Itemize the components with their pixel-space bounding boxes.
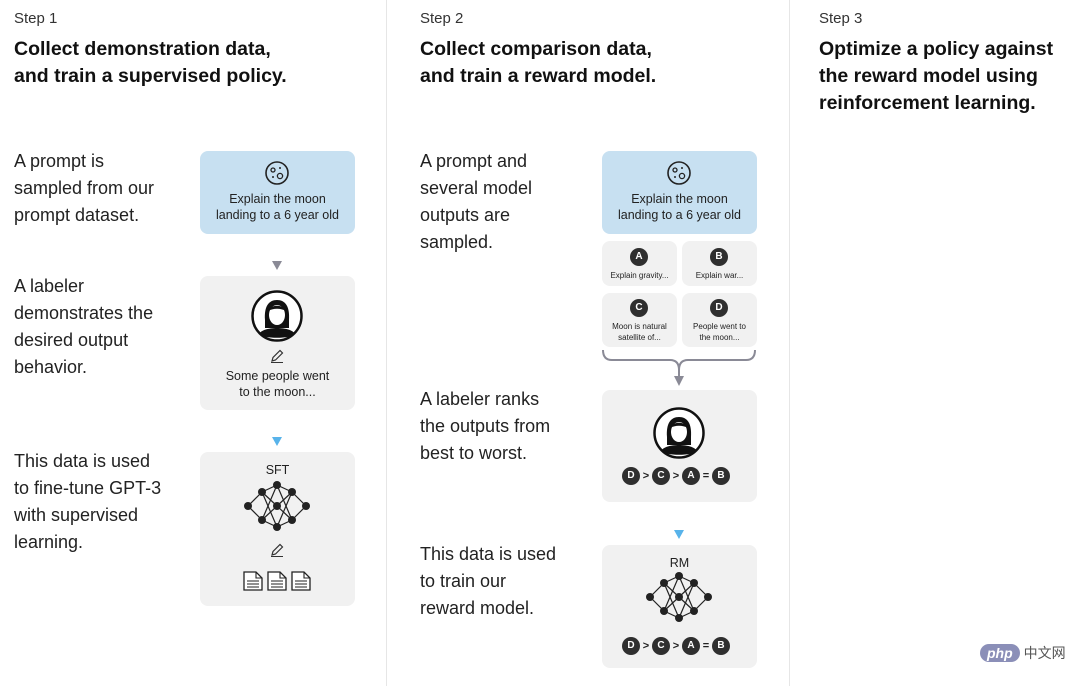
step-1-arrow-2 [272, 437, 282, 446]
output-text-d: People went to the moon... [693, 322, 746, 342]
output-card-d: D People went to the moon... [682, 293, 757, 347]
watermark-text: 中文网 [1023, 645, 1066, 661]
moon-icon [667, 161, 691, 185]
output-badge-c: C [630, 299, 648, 317]
neural-network-icon [244, 481, 310, 531]
rm-label: RM [669, 556, 690, 570]
document-icon [243, 571, 263, 591]
rank-operator: = [702, 640, 710, 652]
rank-badge: A [682, 467, 700, 485]
labeler-avatar-icon [251, 290, 303, 342]
column-divider-1 [386, 0, 387, 686]
step-1-prompt-text: Explain the moon landing to a 6 year old [215, 192, 339, 222]
step-3-label: Step 3 [819, 10, 863, 27]
step-1-prompt-card: Explain the moon landing to a 6 year old [200, 151, 355, 234]
output-text-c: Moon is natural satellite of... [612, 322, 667, 342]
step-1-desc-training: This data is used to fine-tune GPT-3 wit… [14, 451, 162, 552]
pencil-icon [271, 543, 284, 557]
watermark: php 中文网 [980, 643, 1066, 663]
rank-operator: > [672, 470, 680, 482]
rank-operator: > [672, 640, 680, 652]
rank-badge: C [652, 467, 670, 485]
step-3-title: Optimize a policy against the reward mod… [819, 38, 1054, 114]
rank-operator: > [642, 640, 650, 652]
ranking-row: D > C > A = B [622, 467, 730, 485]
rank-badge: D [622, 637, 640, 655]
bracket-arrow-icon [602, 349, 756, 386]
step-2-desc-ranking: A labeler ranks the outputs from best to… [420, 389, 551, 463]
rank-operator: > [642, 470, 650, 482]
step-1-title: Collect demonstration data, and train a … [14, 38, 287, 87]
rank-badge: B [712, 637, 730, 655]
output-card-c: C Moon is natural satellite of... [602, 293, 677, 347]
step-2-labeler-card: D > C > A = B [602, 390, 757, 502]
step-1-arrow-1 [272, 261, 282, 270]
step-2-arrow-2 [674, 530, 684, 539]
step-1-desc-labeler: A labeler demonstrates the desired outpu… [14, 276, 154, 377]
document-icon [267, 571, 287, 591]
moon-icon [265, 161, 289, 185]
step-2-label: Step 2 [420, 10, 464, 27]
output-text-a: Explain gravity... [610, 271, 669, 280]
step-1-labeler-text: Some people went to the moon... [225, 369, 330, 399]
output-text-b: Explain war... [695, 271, 744, 280]
sft-label: SFT [265, 463, 290, 477]
column-divider-2 [789, 0, 790, 686]
labeler-avatar-icon [653, 407, 705, 459]
pencil-icon [271, 349, 284, 363]
step-1-desc-prompt: A prompt is sampled from our prompt data… [14, 151, 155, 225]
neural-network-icon [646, 572, 712, 622]
step-1-label: Step 1 [14, 10, 58, 27]
step-2-rm-card: RM D > C > A = B [602, 545, 757, 668]
step-1-sft-card: SFT [200, 452, 355, 606]
step-2-prompt-card: Explain the moon landing to a 6 year old [602, 151, 757, 234]
step-2-title: Collect comparison data, and train a rew… [420, 38, 657, 87]
ranking-row: D > C > A = B [622, 637, 730, 655]
rank-badge: B [712, 467, 730, 485]
document-icon [291, 571, 311, 591]
rank-badge: D [622, 467, 640, 485]
step-2-prompt-text: Explain the moon landing to a 6 year old [617, 192, 741, 222]
output-card-a: A Explain gravity... [602, 241, 677, 286]
step-2-desc-training: This data is used to train our reward mo… [420, 544, 557, 618]
step-2-desc-prompt: A prompt and several model outputs are s… [420, 151, 533, 252]
output-badge-d: D [710, 299, 728, 317]
rank-badge: C [652, 637, 670, 655]
output-card-b: B Explain war... [682, 241, 757, 286]
output-badge-b: B [710, 248, 728, 266]
rank-badge: A [682, 637, 700, 655]
watermark-logo: php [980, 644, 1020, 662]
rank-operator: = [702, 470, 710, 482]
output-badge-a: A [630, 248, 648, 266]
step-1-labeler-card: Some people went to the moon... [200, 276, 355, 410]
